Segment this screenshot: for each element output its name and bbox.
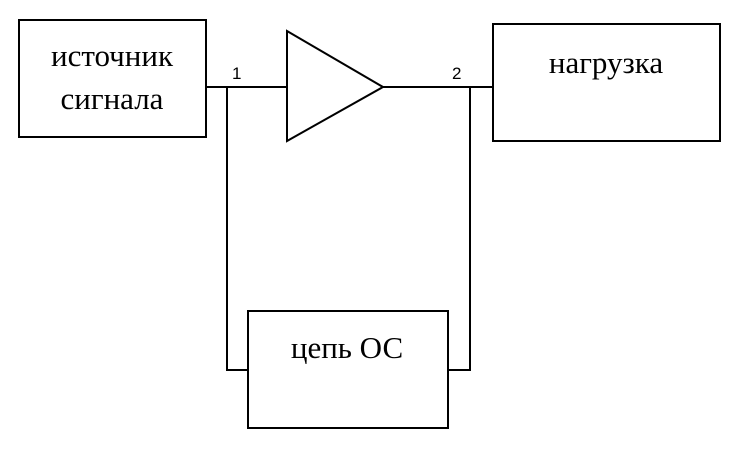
node-2-label: 2 xyxy=(452,64,461,83)
signal-source-label-line2: сигнала xyxy=(61,81,164,116)
amplifier-triangle xyxy=(286,29,386,143)
wires xyxy=(206,86,493,371)
wire-node2-to-feedback xyxy=(448,87,471,371)
signal-source-label-line1: источник xyxy=(51,38,174,73)
load-label: нагрузка xyxy=(549,45,663,80)
signal-source-box xyxy=(18,19,207,138)
node-1-label: 1 xyxy=(232,64,241,83)
feedback-circuit-block: цепь ОС xyxy=(247,310,449,429)
feedback-circuit-box xyxy=(247,310,449,429)
feedback-circuit-label: цепь ОС xyxy=(291,330,403,365)
wire-node1-to-feedback xyxy=(226,87,248,371)
load-block: нагрузка xyxy=(492,23,721,142)
signal-source-block: источник сигнала xyxy=(18,19,207,138)
load-box xyxy=(492,23,721,142)
